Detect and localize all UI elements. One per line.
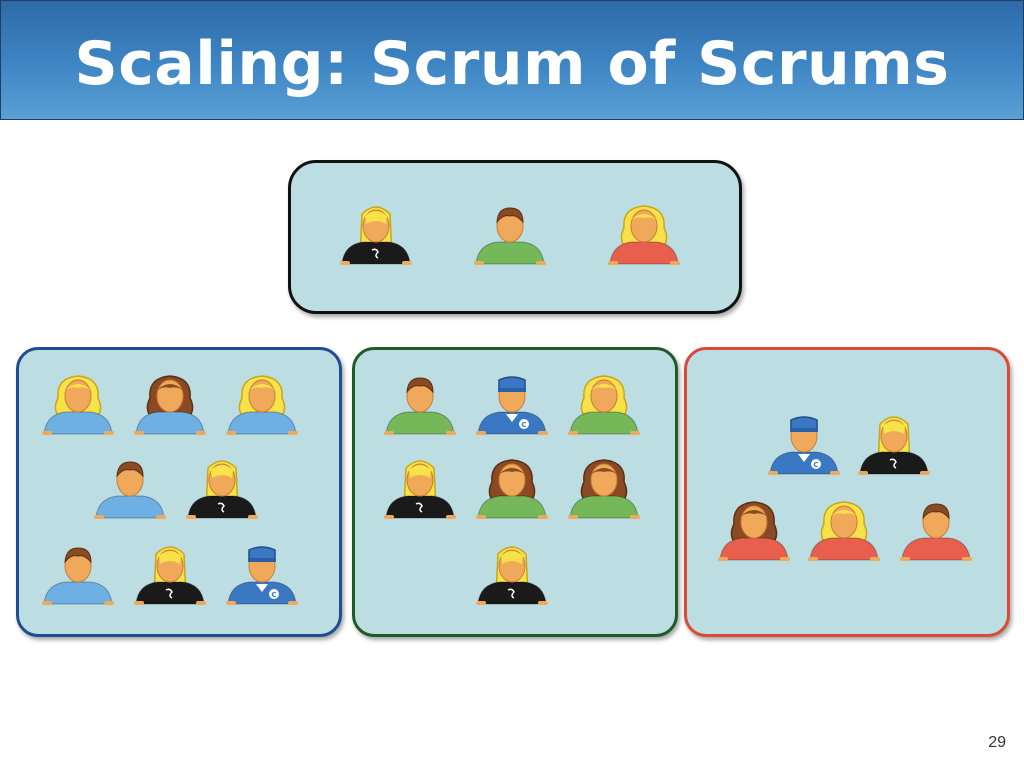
green-team-member-icon <box>564 368 644 438</box>
green-team-member-icon <box>380 368 460 438</box>
svg-text:C: C <box>813 461 818 469</box>
red-team-member-icon <box>854 408 934 478</box>
green-team-member-icon: C <box>472 368 552 438</box>
red-team-member-icon <box>804 494 884 564</box>
top-team-member-icon <box>604 198 684 268</box>
green-team-member-icon <box>472 452 552 522</box>
svg-text:C: C <box>521 421 526 429</box>
blue-team-member-icon <box>182 452 262 522</box>
blue-team-member-icon <box>130 368 210 438</box>
title-bar <box>0 0 1024 120</box>
red-team-member-icon: C <box>764 408 844 478</box>
slide-number: 29 <box>988 734 1006 751</box>
top-team-member-icon <box>336 198 416 268</box>
green-team-member-icon <box>564 452 644 522</box>
top-team-member-icon <box>470 198 550 268</box>
blue-team-member-icon <box>90 452 170 522</box>
red-team-member-icon <box>714 494 794 564</box>
blue-team-member-icon <box>38 368 118 438</box>
slide-title: Scaling: Scrum of Scrums <box>74 29 950 99</box>
blue-team-member-icon <box>222 368 302 438</box>
blue-team-member-icon: C <box>222 538 302 608</box>
green-team-member-icon <box>472 538 552 608</box>
red-team-box <box>684 347 1010 637</box>
svg-text:C: C <box>271 591 276 599</box>
blue-team-member-icon <box>38 538 118 608</box>
green-team-member-icon <box>380 452 460 522</box>
blue-team-member-icon <box>130 538 210 608</box>
red-team-member-icon <box>896 494 976 564</box>
